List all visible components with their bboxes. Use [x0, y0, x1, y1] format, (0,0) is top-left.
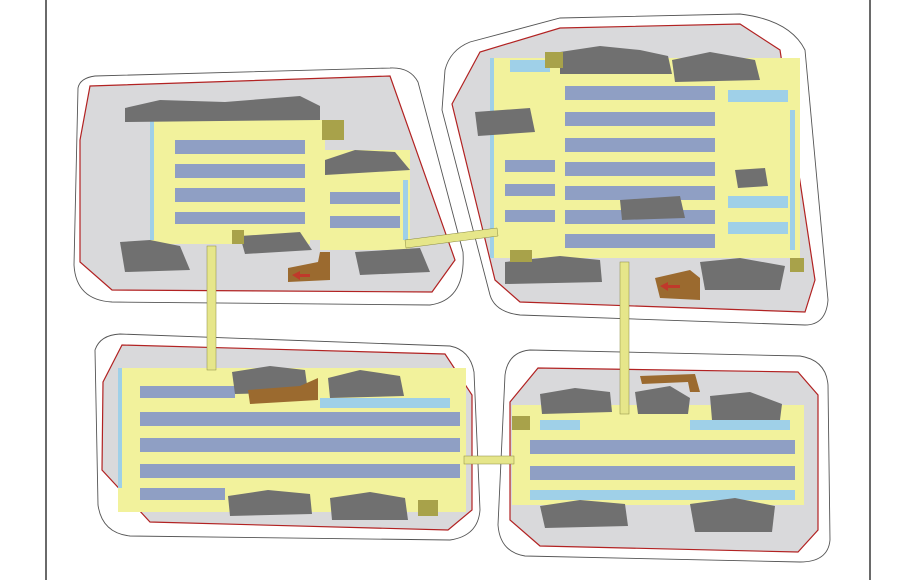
corridor-b-d	[619, 261, 630, 415]
corridor-a-c	[206, 245, 217, 371]
site-d-equipment-room	[512, 416, 530, 430]
site-b-buildings	[475, 46, 785, 290]
site-a-equipment-room	[322, 120, 344, 140]
site-b-equipment-room-2	[790, 258, 804, 272]
site-b	[441, 13, 829, 326]
site-d-ramp	[640, 374, 700, 392]
site-c-parking	[118, 368, 466, 512]
site-d-buildings	[540, 386, 782, 532]
site-b-equipment-room	[545, 52, 563, 68]
site-a-parking	[150, 120, 410, 250]
site-c-equipment-room	[418, 500, 438, 516]
site-d-outer-boundary	[497, 349, 831, 563]
site-b-parking	[490, 58, 800, 258]
corridor-c-d	[463, 455, 515, 465]
site-a-outer-boundary	[73, 67, 464, 306]
entry-arrow-icon	[292, 271, 310, 280]
site-d	[497, 349, 831, 563]
site-c	[94, 333, 481, 541]
site-a-buildings	[120, 96, 430, 275]
entry-arrow-icon-2	[660, 282, 680, 291]
site-a-equipment-room-2	[232, 230, 244, 244]
site-c-outer-boundary	[94, 333, 481, 541]
site-d-parking	[512, 405, 804, 505]
site-a	[73, 67, 464, 306]
corridor-a-b	[404, 227, 499, 249]
site-b-outer-boundary	[441, 13, 829, 326]
corridors	[206, 227, 630, 465]
site-b-equipment-room-3	[510, 250, 532, 262]
site-c-ramp	[248, 378, 318, 404]
